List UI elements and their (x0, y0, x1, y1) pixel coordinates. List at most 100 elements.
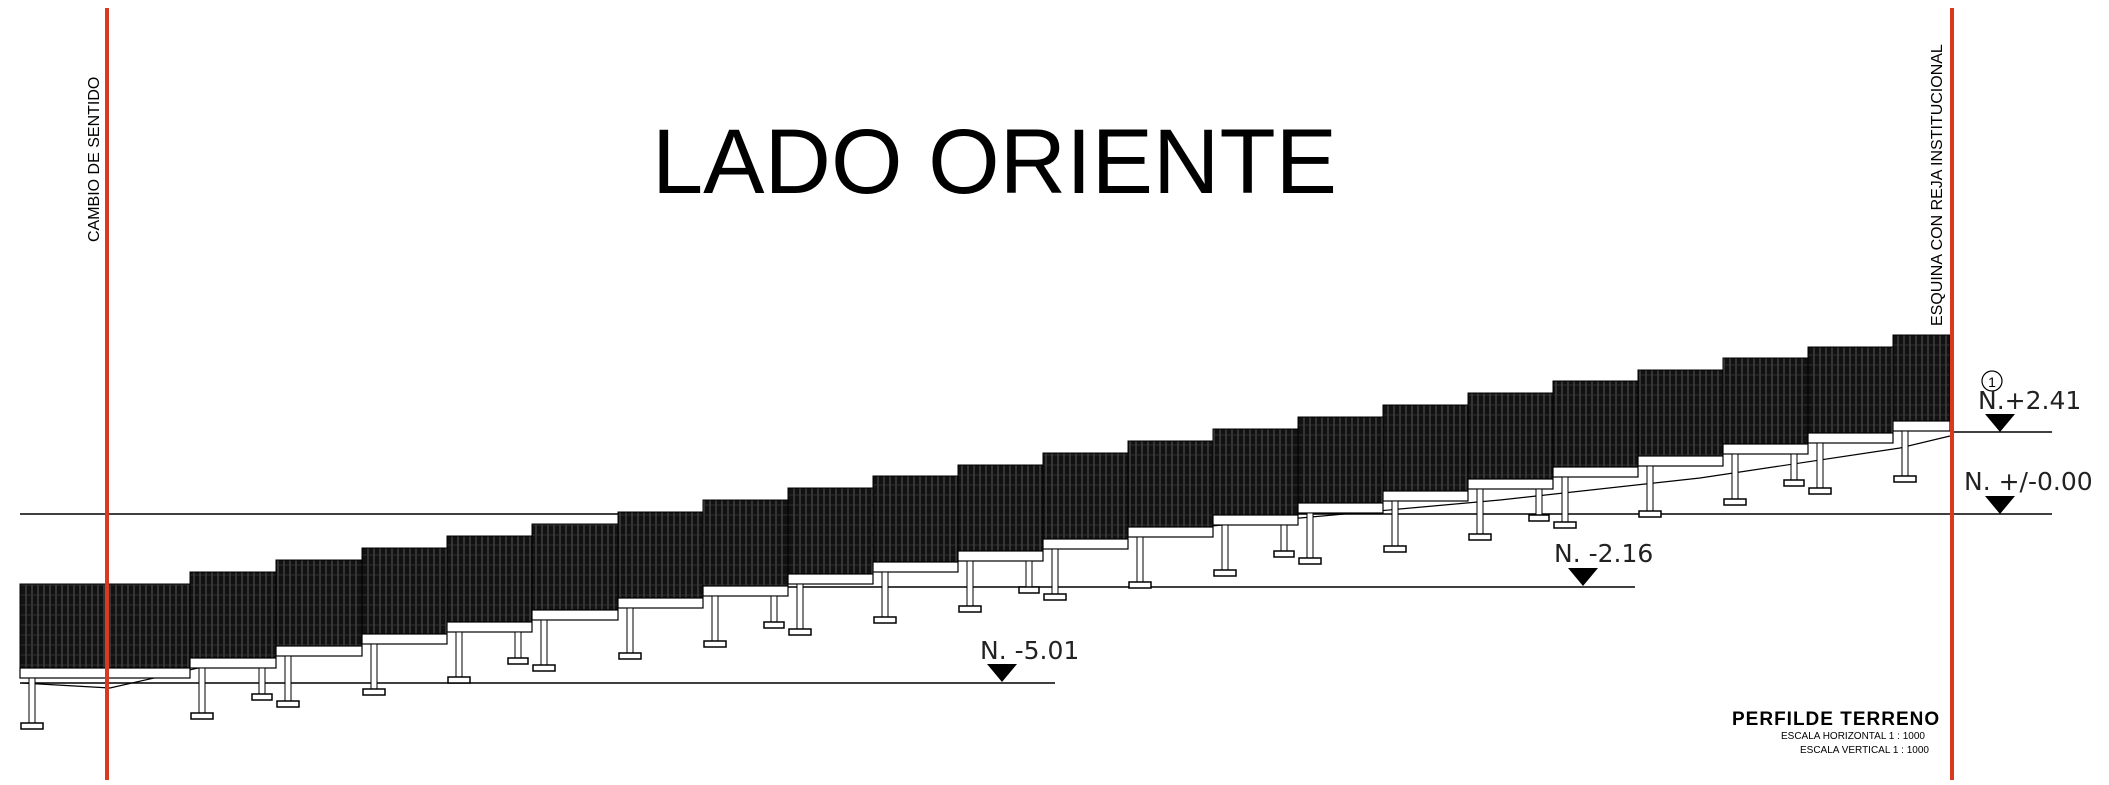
fence-panel (1212, 428, 1299, 516)
stamp-scale-horizontal: ESCALA HORIZONTAL 1 : 1000 (1781, 731, 1925, 742)
pier (966, 560, 974, 607)
wall-base (702, 585, 789, 597)
pier (1535, 488, 1543, 516)
footing (1213, 569, 1237, 577)
footing (251, 693, 273, 701)
wall-base (787, 573, 874, 585)
wall-base (1042, 538, 1129, 550)
footing (362, 688, 386, 696)
footings (20, 430, 1917, 730)
level-triangle-minus-2-16 (1568, 568, 1598, 586)
wall-base (1382, 490, 1469, 502)
footing (507, 657, 529, 665)
footing (1468, 533, 1492, 541)
pier (1391, 500, 1399, 547)
footing (1808, 487, 1832, 495)
footing (1528, 514, 1550, 522)
fence-panel (1892, 334, 1951, 422)
fence-panel (702, 499, 789, 587)
footing (873, 616, 897, 624)
footing (763, 621, 785, 629)
pier (1561, 476, 1569, 523)
pier (1280, 524, 1288, 552)
fence-panel (446, 535, 533, 623)
footing (1273, 550, 1295, 558)
fence-panel (617, 511, 704, 599)
pier (514, 631, 522, 659)
wall-base (1297, 502, 1384, 514)
footing (1043, 593, 1067, 601)
wall-base (617, 597, 704, 609)
pier (540, 619, 548, 666)
stamp-title: PERFILDE TERRENO (1732, 709, 1941, 730)
footing (1018, 586, 1040, 594)
footing (1893, 475, 1917, 483)
footing (788, 628, 812, 636)
pier (455, 631, 463, 678)
footing (1383, 545, 1407, 553)
pier (1901, 430, 1909, 477)
pier (1221, 524, 1229, 571)
pier (626, 607, 634, 654)
pier (1136, 536, 1144, 583)
wall-base (531, 609, 619, 621)
circle-marker (1981, 370, 2003, 392)
circle-marker-number: 1 (1988, 374, 1996, 390)
pier (770, 595, 778, 623)
pier (881, 571, 889, 618)
left-marker-label: CAMBIO DE SENTIDO (86, 76, 103, 242)
pier (28, 677, 36, 724)
level-label-minus-5-01: N. -5.01 (980, 636, 1080, 665)
stepped-wall-segments (19, 334, 1951, 679)
wall-base (1127, 526, 1214, 538)
fence-panel (275, 559, 363, 647)
fence-panel (1807, 346, 1894, 434)
fence-panel (1467, 392, 1554, 480)
fence-panel (1637, 369, 1724, 457)
drawing-title: LADO ORIENTE (652, 111, 1338, 213)
level-label-plus-2-41: N.+2.41 (1978, 386, 2082, 415)
pier (1731, 453, 1739, 500)
fence-panel (1127, 440, 1214, 528)
pier (198, 667, 206, 714)
level-triangle-zero (1985, 496, 2015, 514)
pier (1025, 560, 1033, 588)
footing (276, 700, 300, 708)
footing (618, 652, 642, 660)
wall-base (275, 645, 363, 657)
wall-base (1892, 420, 1951, 432)
pier (284, 655, 292, 702)
fence-panel (1552, 380, 1639, 468)
fence-panel (1382, 404, 1469, 492)
pier (258, 667, 266, 695)
pier (1816, 442, 1824, 489)
pier (796, 583, 804, 630)
fence-panel (189, 571, 277, 659)
wall-base (1552, 466, 1639, 478)
level-markers (987, 370, 2015, 682)
wall-base (189, 657, 277, 669)
fence-panel (957, 464, 1044, 552)
footing (958, 605, 982, 613)
wall-base (1807, 432, 1894, 444)
wall-base (1637, 455, 1724, 467)
fence-panel (787, 487, 874, 575)
pier (1790, 453, 1798, 481)
fence-panel (872, 475, 959, 563)
pier (1306, 512, 1314, 559)
pier (1051, 548, 1059, 595)
pier (1646, 465, 1654, 512)
wall-base (957, 550, 1044, 562)
pier (370, 643, 378, 690)
footing (1128, 581, 1152, 589)
fence-panel (1722, 357, 1809, 445)
right-marker-label: ESQUINA CON REJA INSTITUCIONAL (1929, 44, 1946, 326)
footing (532, 664, 556, 672)
footing (447, 676, 471, 684)
wall-base (361, 633, 448, 645)
footing (1553, 521, 1577, 529)
level-triangle-minus-5-01 (987, 664, 1017, 682)
wall-base (446, 621, 533, 633)
